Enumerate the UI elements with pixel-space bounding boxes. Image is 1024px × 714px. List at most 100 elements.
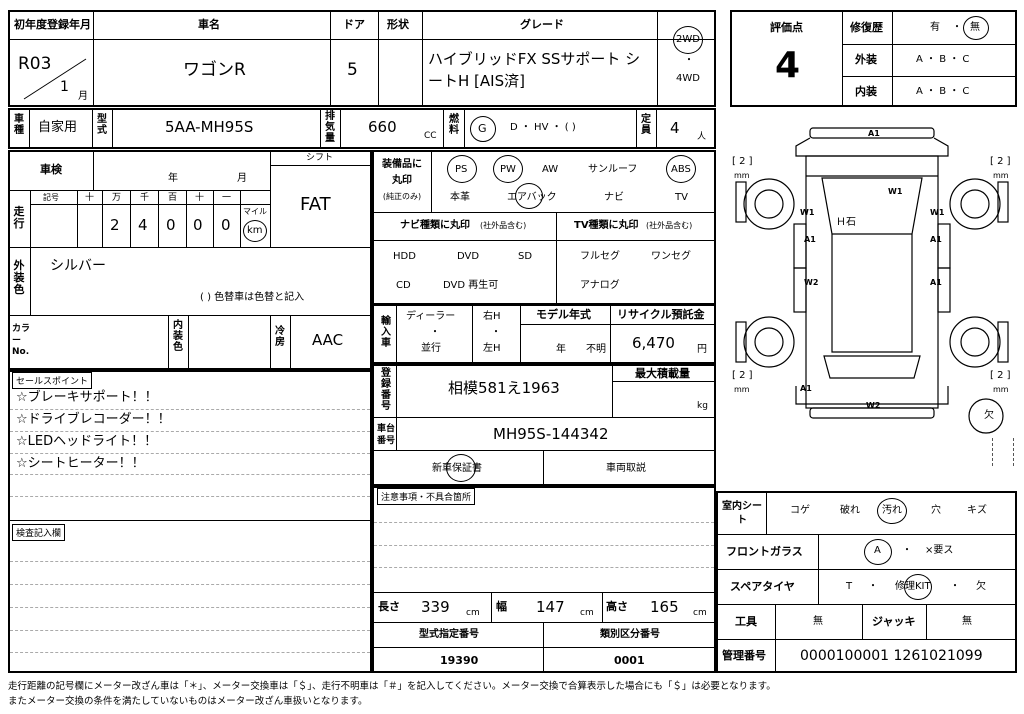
dmg-mm: mm [993, 385, 1009, 394]
car-name: ワゴンR [183, 60, 246, 80]
interior-label: 内装 [855, 85, 877, 98]
seat-option: キズ [967, 505, 987, 516]
model-year-unit: 年 [556, 344, 566, 355]
mileage-digit: 0 [166, 216, 176, 234]
manual-label: 車両取説 [606, 463, 646, 474]
inspection-year-unit: 年 [168, 173, 178, 184]
disp-value: 660 [368, 118, 397, 136]
warranty-circle [446, 454, 476, 482]
dmg-a1-left: A1 [804, 235, 816, 244]
code-label: 記号 [43, 193, 59, 202]
height-value: 165 [650, 598, 679, 616]
dmg-w2-bottom: W2 [866, 401, 881, 410]
repair-no: 無 [970, 22, 980, 33]
spec-row [8, 108, 716, 149]
tv-fullseg: フルセグ [580, 251, 620, 262]
shift-label: シフト [306, 153, 334, 163]
reg-era: R03 [18, 54, 52, 74]
height-label: 高さ [606, 600, 628, 613]
dmg-w1-right: W1 [930, 208, 945, 217]
reg-month-unit: 月 [78, 91, 88, 102]
glass-rest: ×要ス [925, 545, 954, 556]
drive-4wd: 4WD [676, 73, 700, 84]
max-load-unit: kg [697, 401, 708, 411]
dmg-a1-rear-right: A1 [930, 278, 942, 287]
import-dot: ・ [430, 327, 440, 338]
max-load-label: 最大積載量 [635, 367, 690, 380]
dmg-mm: mm [734, 385, 750, 394]
tv-analog: アナログ [580, 280, 620, 291]
digit-label-ichi: 一 [222, 193, 232, 203]
score: 4 [775, 45, 801, 86]
navi-dvd-play: DVD 再生可 [443, 280, 499, 291]
navi-header: ナビ種類に丸印 [400, 220, 470, 231]
car-name-label: 車名 [198, 18, 220, 31]
seat-option: 穴 [931, 505, 941, 516]
recycle-label: リサイクル預託金 [617, 308, 705, 321]
equip-airbag: エアバック [507, 192, 557, 203]
interior-frame [716, 491, 1017, 673]
seat-option: 汚れ [882, 505, 902, 516]
date-slash [23, 58, 87, 100]
dmg-bracket: [ 2 ] [990, 156, 1011, 167]
equip-pw: PW [500, 164, 516, 175]
use-label: 車種 [14, 114, 24, 136]
equip-label-3: (純正のみ) [382, 192, 422, 201]
capacity: 4 [670, 119, 680, 137]
notes-frame [372, 486, 716, 673]
equip-label-1: 装備品に [382, 159, 422, 170]
capacity-unit: 人 [697, 132, 707, 142]
drive-2wd: 2WD [676, 34, 700, 45]
abs-circle [666, 155, 696, 183]
equip-sunroof: サンルーフ [588, 164, 638, 175]
spare-sep: ・ [868, 581, 878, 592]
dmg-mm: mm [734, 171, 750, 180]
sales-point: ☆ブレーキサポート！！ [16, 390, 158, 405]
repaint-note: ( ) 色替車は色替と記入 [200, 292, 305, 303]
fuel-g: G [478, 122, 487, 135]
warranty-label: 新車保証書 [432, 463, 482, 474]
seat-option: コゲ [790, 505, 810, 516]
fuel-label: 燃料 [449, 114, 459, 136]
airbag-circle [515, 183, 543, 209]
reg-label: 登録番号 [381, 368, 391, 412]
reg-month: 1 [60, 79, 69, 95]
tv-header: TV種類に丸印 [574, 220, 639, 231]
import-parallel: 並行 [421, 343, 441, 354]
repair-label: 修復歴 [850, 21, 883, 34]
sales-point: ☆ドライブレコーダー！！ [16, 412, 171, 427]
import-dealer: ディーラー [406, 311, 456, 322]
grade-label: グレード [520, 18, 564, 31]
ac-label: 冷房 [275, 326, 285, 348]
glass-a-circle [864, 539, 892, 565]
shift-value: FAT [300, 194, 331, 215]
digit-label-man: 万 [112, 193, 122, 203]
navi-ext-note: (社外品含む) [480, 221, 527, 230]
color-value: シルバー [50, 258, 106, 274]
dmg-windshield: Ｈ石 [836, 217, 856, 228]
score-label: 評価点 [770, 21, 803, 34]
width-label: 幅 [496, 600, 507, 613]
spare-kit-circle [904, 574, 932, 600]
height-unit: cm [693, 608, 707, 618]
inspect-entry-label: 検査記入欄 [12, 524, 66, 541]
drive-2wd-circle [673, 26, 703, 54]
exterior-label: 外装 [855, 53, 877, 66]
pw-circle [493, 155, 523, 183]
sales-label: セールスポイント [12, 372, 93, 389]
recycle-yen: 円 [697, 344, 707, 355]
disp-unit: CC [424, 131, 437, 141]
mgmt-number: 0000100001 1261021099 [800, 648, 983, 664]
dmg-bracket: [ 2 ] [732, 370, 753, 381]
dmg-w2-left: W2 [804, 278, 819, 287]
navi-hdd: HDD [393, 251, 416, 262]
spare-sep: ・ [950, 581, 960, 592]
dmg-a1-rear-left: A1 [800, 384, 812, 393]
shape-label: 形状 [387, 18, 409, 31]
glass-a: A [874, 545, 881, 556]
width-unit: cm [580, 608, 594, 618]
import-left: 左H [483, 343, 501, 354]
dmg-a1-top: A1 [868, 129, 880, 138]
int-color-label: 内装色 [173, 320, 183, 353]
inspection-frame [8, 150, 372, 370]
